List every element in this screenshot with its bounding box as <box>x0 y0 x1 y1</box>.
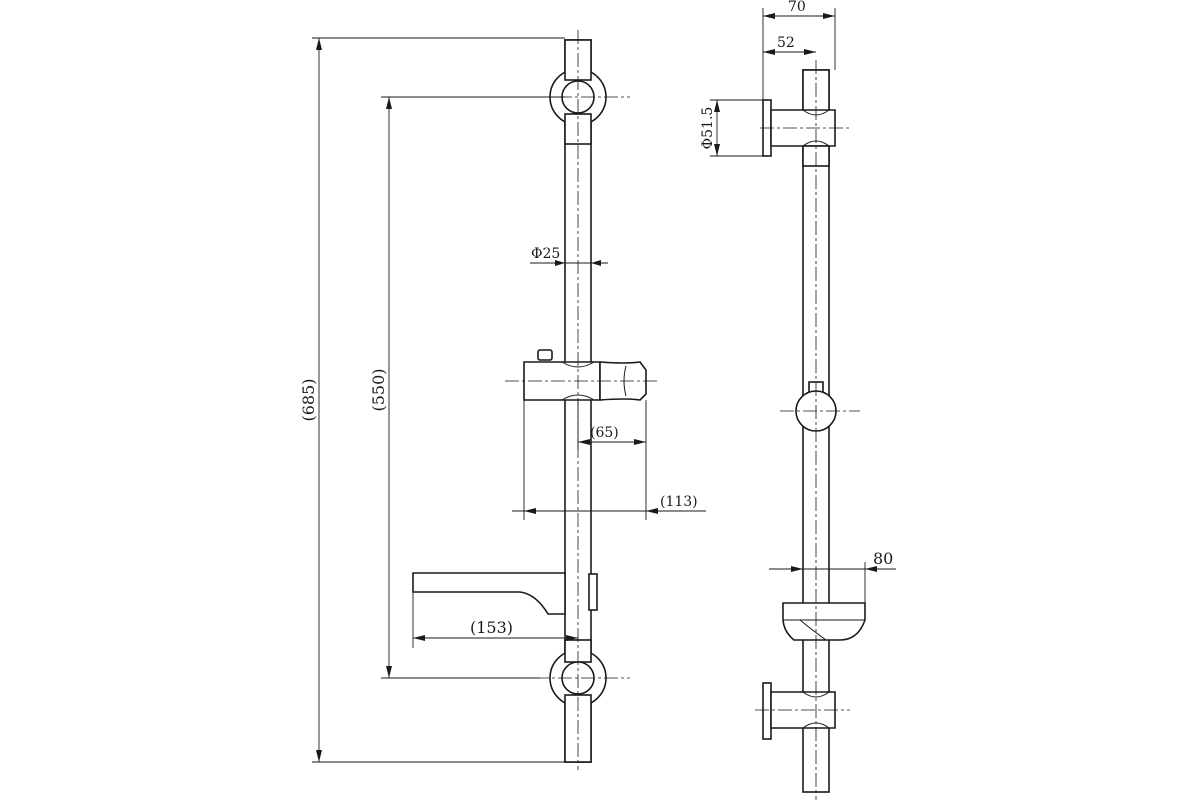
slider-65-label: (65) <box>590 425 619 441</box>
dim-slider-113: (113) <box>512 400 706 520</box>
dim-side-flange: Φ51.5 <box>700 99 763 157</box>
front-view: (685) (550) Φ25 (65) <box>299 30 706 770</box>
overall-height-label: (685) <box>299 378 318 421</box>
dim-overall-height: (685) <box>299 37 565 763</box>
side-flange-label: Φ51.5 <box>700 107 716 150</box>
dim-side-80: 80 <box>769 549 896 603</box>
dim-soap-dish-153: (153) <box>412 592 578 648</box>
rod-diameter-label: Φ25 <box>531 246 560 262</box>
slider-knob <box>537 349 553 361</box>
bracket-spacing-label: (550) <box>369 368 388 411</box>
dim-rod-diameter: Φ25 <box>530 246 608 266</box>
dim-side-52: 52 <box>763 35 816 55</box>
dim-bracket-spacing: (550) <box>369 96 565 679</box>
front-soap-dish <box>412 572 598 615</box>
side-80-label: 80 <box>873 549 893 568</box>
side-70-label: 70 <box>788 0 806 15</box>
soap-dish-153-label: (153) <box>470 618 513 637</box>
side-view: 70 52 Φ51.5 80 <box>700 0 896 800</box>
dim-side-70: 70 <box>762 0 836 100</box>
side-top-bracket <box>762 69 836 167</box>
side-soap-dish <box>782 602 866 641</box>
slider-113-label: (113) <box>660 494 698 510</box>
dim-slider-65: (65) <box>577 400 647 450</box>
side-52-label: 52 <box>777 35 795 51</box>
